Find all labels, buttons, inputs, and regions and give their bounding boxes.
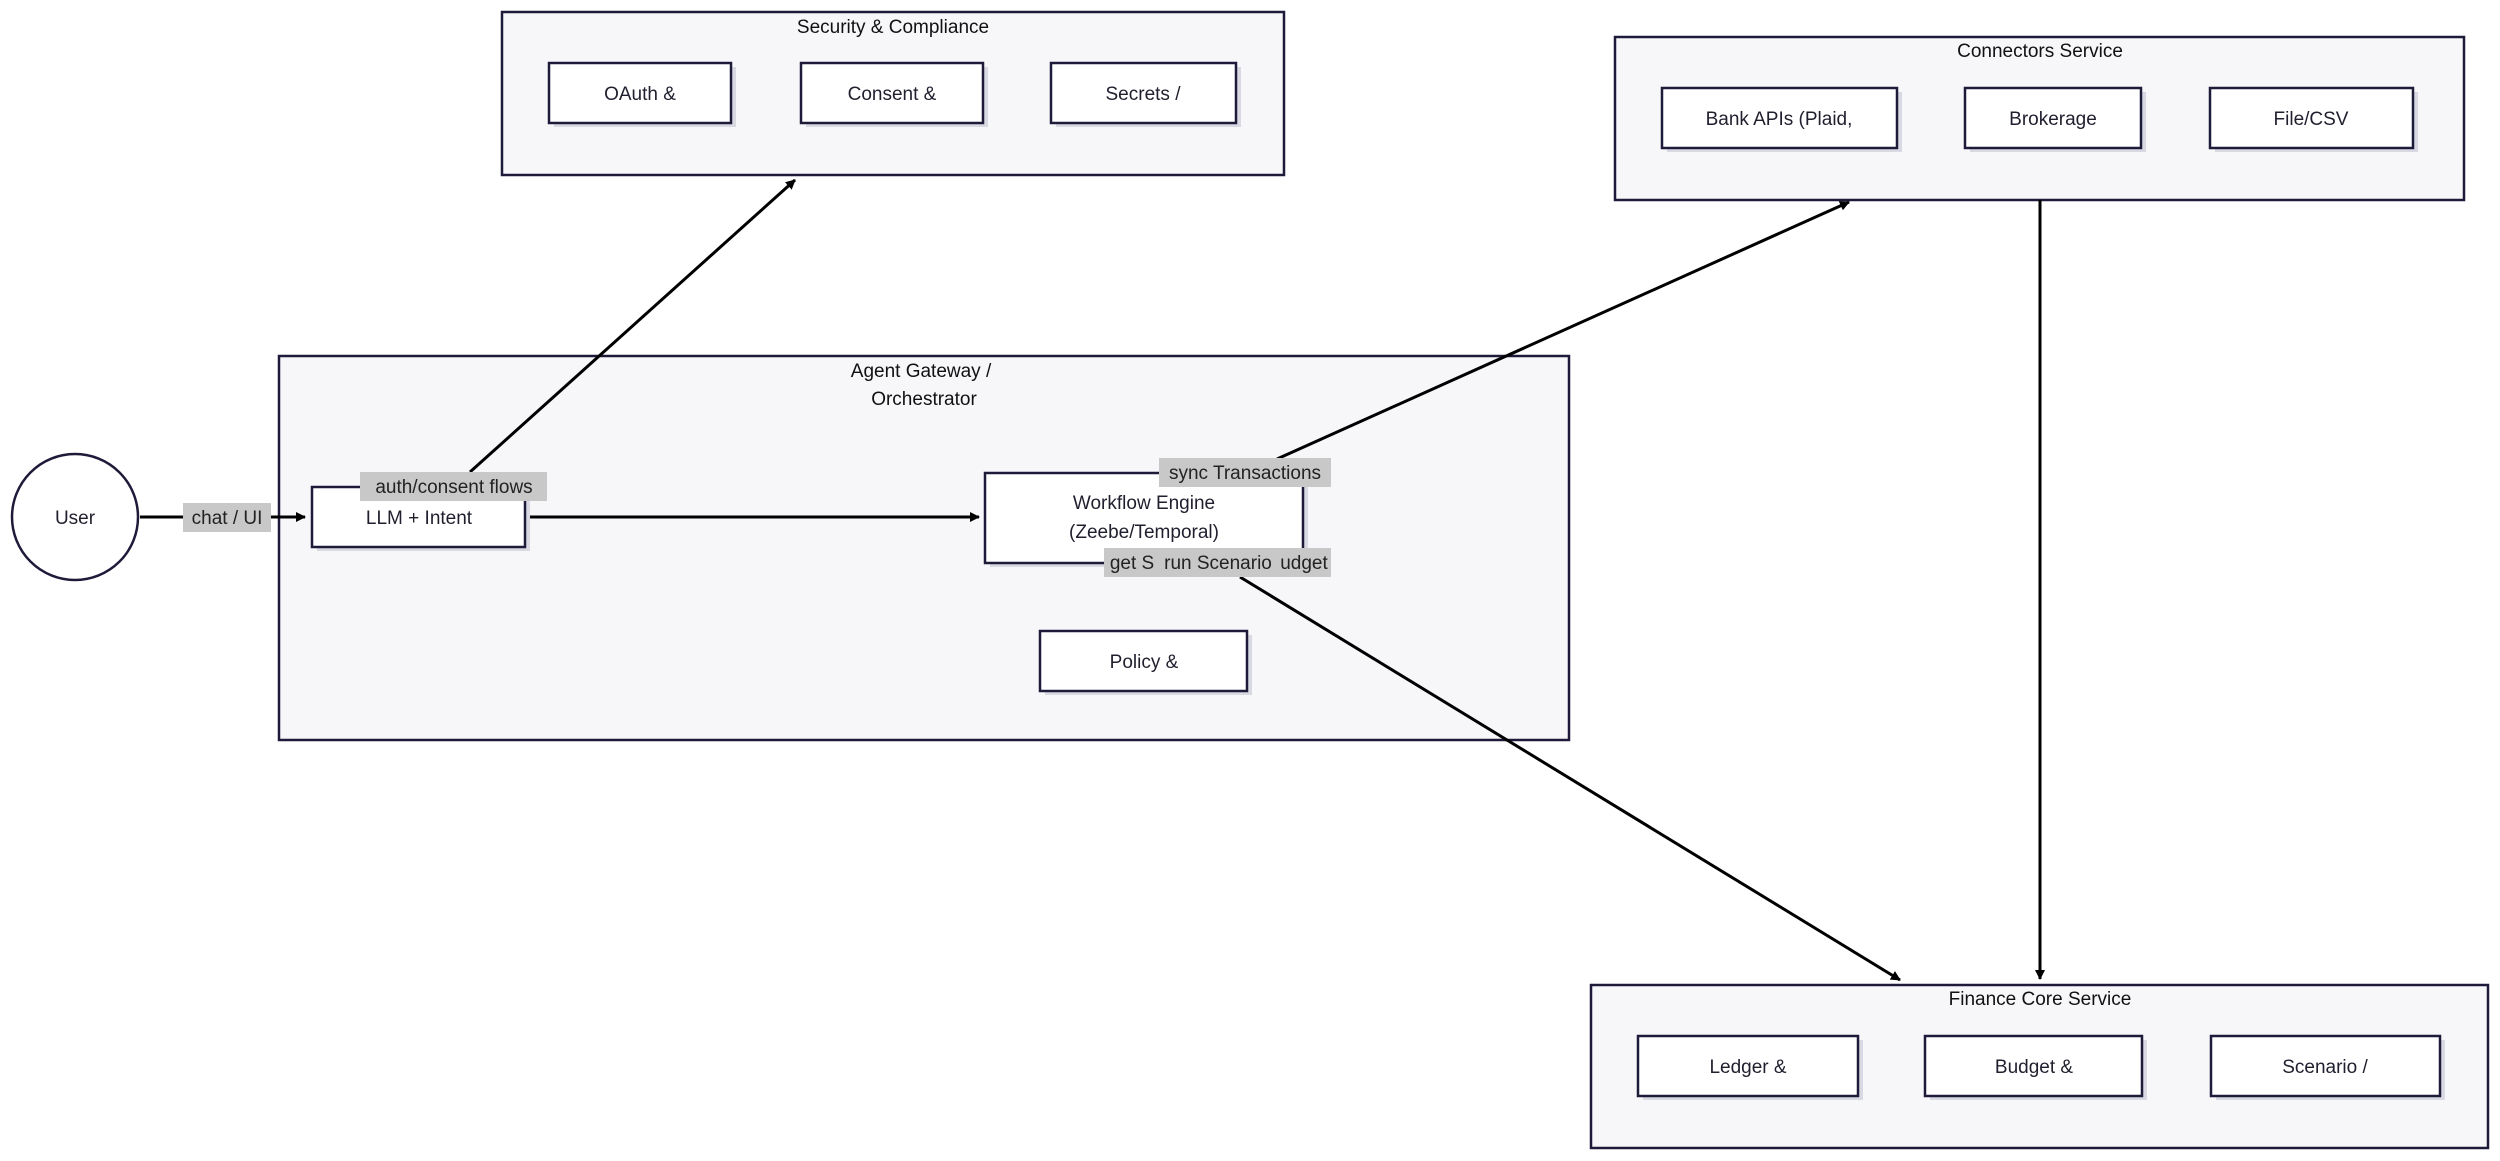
node-bank-apis[interactable]: Bank APIs (Plaid, <box>1660 86 1902 152</box>
node-consent-label: Consent & <box>848 84 937 105</box>
cluster-gateway-title-line2: Orchestrator <box>871 389 977 410</box>
node-llm-intent-label: LLM + Intent <box>366 508 473 529</box>
node-file-csv-label: File/CSV <box>2274 109 2349 130</box>
edge-label-chat-ui-text: chat / UI <box>192 508 263 529</box>
node-policy[interactable]: Policy & <box>1038 629 1252 695</box>
node-workflow-label-line1: Workflow Engine <box>1073 493 1215 514</box>
edge-label-budget-suffix-text: udget <box>1280 553 1328 574</box>
edge-llm-to-security <box>468 178 797 474</box>
node-oauth-label: OAuth & <box>604 84 676 105</box>
edge-label-budget-suffix: udget <box>1274 548 1331 577</box>
node-ledger-label: Ledger & <box>1709 1057 1786 1078</box>
node-file-csv[interactable]: File/CSV <box>2208 86 2418 152</box>
node-user[interactable]: User <box>10 452 140 582</box>
node-budget[interactable]: Budget & <box>1923 1034 2147 1100</box>
node-budget-label: Budget & <box>1995 1057 2073 1078</box>
edge-workflow-to-connectors <box>1276 200 1850 461</box>
node-ledger[interactable]: Ledger & <box>1636 1034 1863 1100</box>
node-secrets-label: Secrets / <box>1106 84 1182 105</box>
cluster-finance-title: Finance Core Service <box>1949 989 2132 1010</box>
node-scenario[interactable]: Scenario / <box>2209 1034 2445 1100</box>
node-bank-apis-label: Bank APIs (Plaid, <box>1706 109 1853 130</box>
cluster-security-title: Security & Compliance <box>797 17 989 38</box>
edge-label-auth-consent: auth/consent flows <box>360 472 547 501</box>
node-consent[interactable]: Consent & <box>799 61 988 127</box>
node-brokerage-label: Brokerage <box>2009 109 2097 130</box>
edge-label-sync-transactions-text: sync Transactions <box>1169 463 1321 484</box>
edge-label-get-snapshot-text: get S <box>1110 553 1154 574</box>
edge-label-run-scenario: run Scenario <box>1157 548 1279 577</box>
edge-label-run-scenario-text: run Scenario <box>1164 553 1272 574</box>
edge-label-auth-consent-text: auth/consent flows <box>375 477 532 498</box>
node-workflow-label-line2: (Zeebe/Temporal) <box>1069 522 1219 543</box>
cluster-connectors-title: Connectors Service <box>1957 41 2123 62</box>
node-scenario-label: Scenario / <box>2282 1057 2368 1078</box>
edge-label-chat-ui: chat / UI <box>183 503 271 532</box>
node-secrets[interactable]: Secrets / <box>1049 61 1241 127</box>
node-oauth[interactable]: OAuth & <box>547 61 736 127</box>
edge-label-get-snapshot: get S <box>1104 548 1160 577</box>
edge-label-sync-transactions: sync Transactions <box>1159 458 1331 487</box>
cluster-gateway-title-line1: Agent Gateway / <box>851 361 992 382</box>
edge-workflow-to-finance <box>1239 575 1901 982</box>
node-user-label: User <box>55 508 96 529</box>
node-policy-label: Policy & <box>1110 652 1179 673</box>
node-brokerage[interactable]: Brokerage <box>1963 86 2146 152</box>
